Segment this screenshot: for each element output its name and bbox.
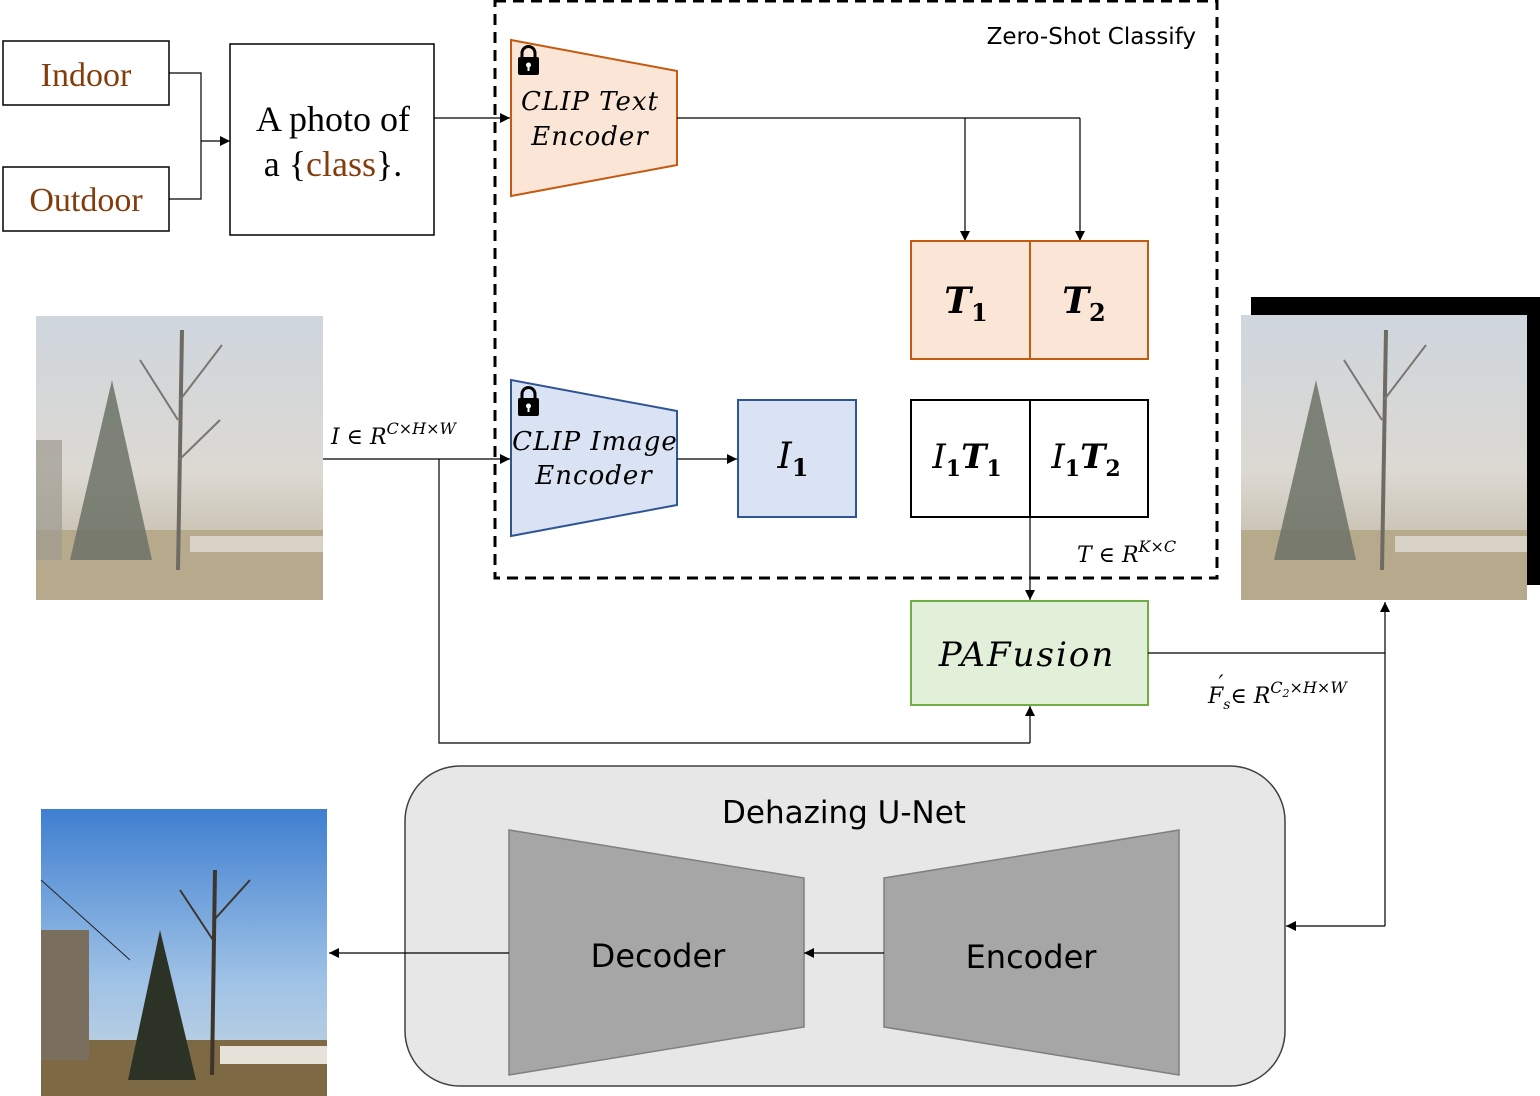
zero-shot-label: Zero-Shot Classify xyxy=(987,24,1196,50)
similarity-box-i1t2 xyxy=(1029,399,1149,518)
unet-title: Dehazing U-Net xyxy=(722,795,966,831)
hazy-feature-photo xyxy=(1241,315,1527,600)
clip-text-encoder xyxy=(510,38,678,198)
similarity-i1t1: I1T1 xyxy=(931,437,1001,482)
connector-indoor xyxy=(169,72,202,200)
text-encoder-line-1: CLIP Text xyxy=(521,87,659,117)
pafusion-box xyxy=(910,600,1149,706)
class-box-indoor xyxy=(2,40,170,106)
photo-frame-bar-right xyxy=(1527,297,1540,585)
prompt-line-1: A photo of xyxy=(256,99,410,139)
image-encoder-line-2: Encoder xyxy=(534,461,653,491)
text-feature-box-t2 xyxy=(1029,240,1149,360)
image-feature-box xyxy=(737,399,857,518)
fusion-output-dimension-label: Fs′ ∈ RC2×H×W xyxy=(1207,672,1348,713)
prompt-box xyxy=(229,43,435,236)
prompt-line-2: a {class}. xyxy=(264,144,403,184)
unet-decoder-block xyxy=(508,829,805,1076)
dehazed-output-photo xyxy=(40,809,327,1096)
class-box-outdoor xyxy=(2,166,170,232)
text-dimension-label: T ∈ RK×C xyxy=(1077,537,1176,568)
photo-frame-bar-top xyxy=(1251,297,1540,315)
similarity-i1t2: I1T2 xyxy=(1050,437,1120,482)
clip-image-encoder xyxy=(510,378,678,538)
similarity-box-i1t1 xyxy=(910,399,1031,518)
text-feature-t2: T2 xyxy=(1062,280,1106,327)
pafusion-label: PAFusion xyxy=(938,635,1116,675)
hazy-input-photo xyxy=(36,316,323,600)
lock-icon xyxy=(518,386,539,416)
class-label-outdoor: Outdoor xyxy=(29,182,143,219)
zero-shot-region xyxy=(493,0,1219,580)
unet-decoder-label: Decoder xyxy=(591,937,727,975)
image-encoder-line-1: CLIP Image xyxy=(512,427,678,457)
unet-encoder-block xyxy=(883,829,1180,1076)
class-label-indoor: Indoor xyxy=(41,57,132,94)
unet-encoder-label: Encoder xyxy=(966,938,1098,976)
text-feature-box-t1 xyxy=(910,240,1031,360)
lock-icon xyxy=(518,45,539,75)
input-dimension-label: I ∈ RC×H×W xyxy=(330,419,458,450)
text-feature-t1: T1 xyxy=(944,280,988,327)
image-feature-i1: I1 xyxy=(777,436,809,482)
text-encoder-line-2: Encoder xyxy=(530,122,649,152)
connector-input-to-fusion xyxy=(438,459,1030,744)
